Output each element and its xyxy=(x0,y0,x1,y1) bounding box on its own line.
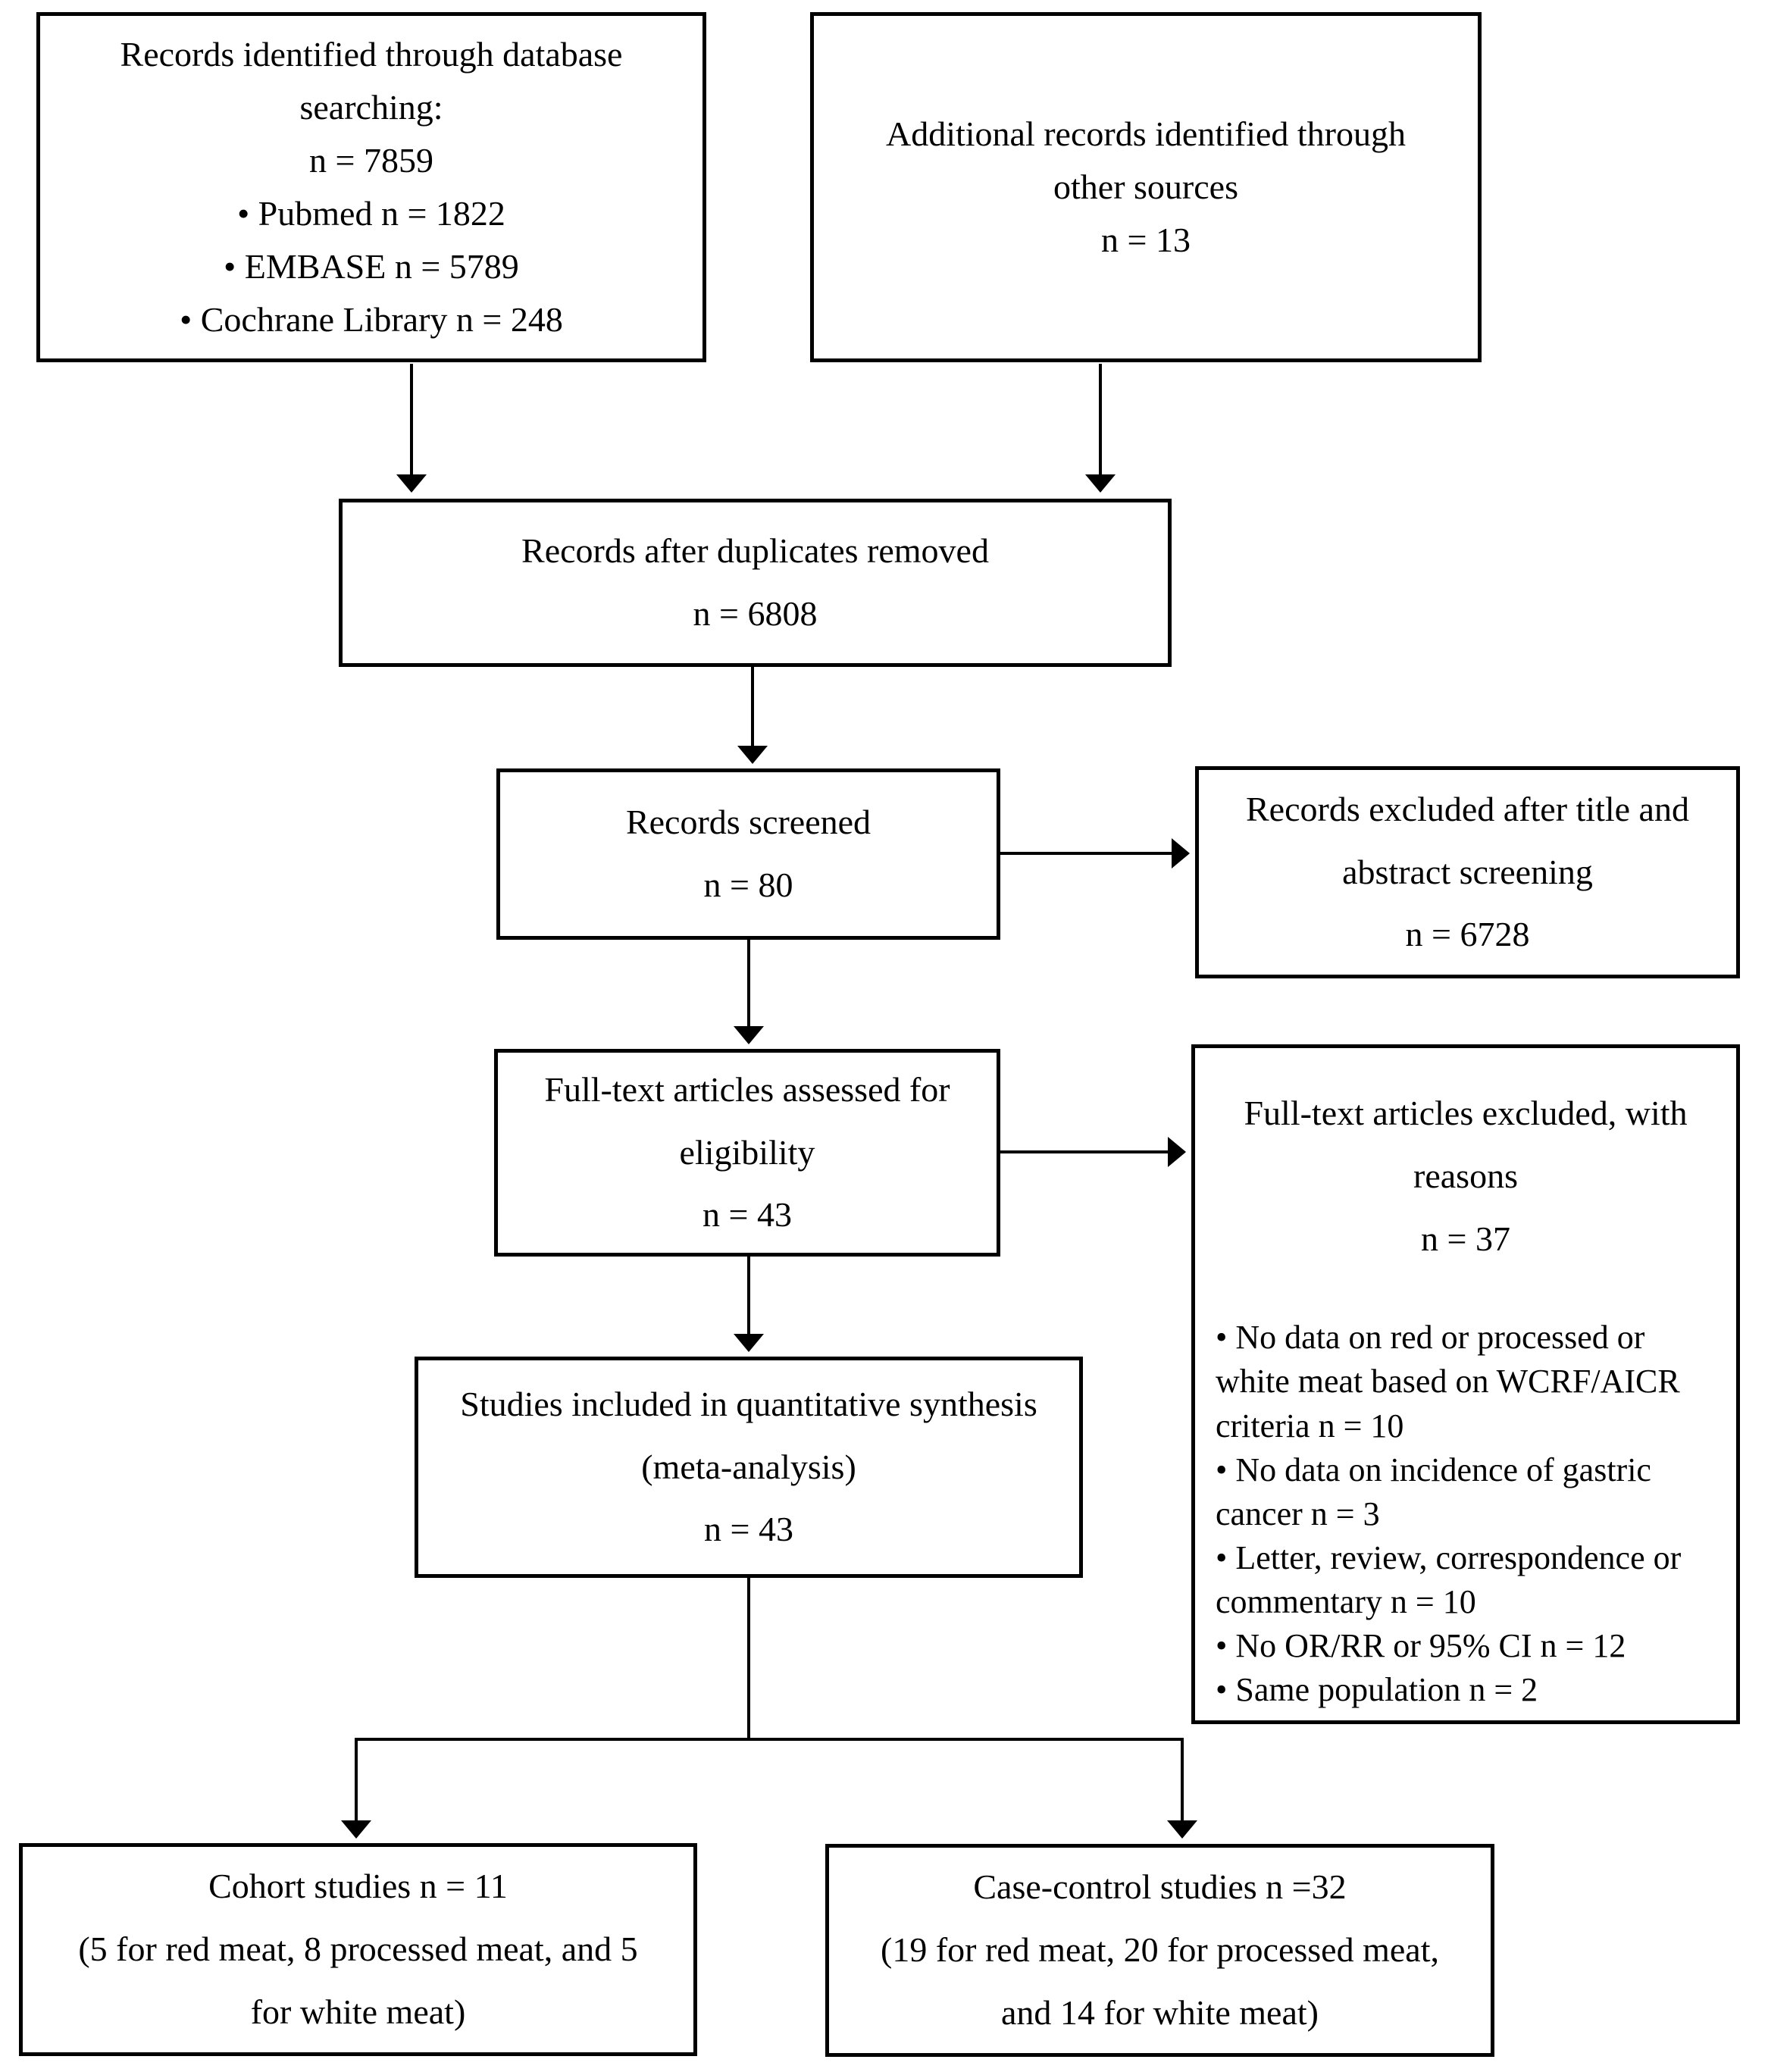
box-text-line: Full-text articles excluded, with reason… xyxy=(1244,1094,1688,1195)
exclusion-reason: • Letter, review, correspondence or comm… xyxy=(1216,1538,1682,1620)
box-text-line: Records identified through database sear… xyxy=(120,35,623,127)
box-text-line: n = 43 xyxy=(704,1510,793,1549)
box-studies-included: Studies included in quantitative synthes… xyxy=(415,1357,1083,1578)
box-cohort-studies: Cohort studies n = 11 (5 for red meat, 8… xyxy=(19,1843,697,2056)
box-records-excluded-screening: Records excluded after title and abstrac… xyxy=(1195,766,1740,978)
exclusion-reason: • No data on red or processed or white m… xyxy=(1216,1319,1680,1444)
box-text-line: Additional records identified through ot… xyxy=(885,114,1406,207)
box-text-line: n = 6808 xyxy=(693,594,818,633)
box-text-line: n = 7859 xyxy=(309,141,433,180)
box-additional-records: Additional records identified through ot… xyxy=(810,12,1482,362)
box-text-line: (19 for red meat, 20 for processed meat,… xyxy=(881,1930,1439,2032)
box-case-control-studies: Case-control studies n =32 (19 for red m… xyxy=(825,1844,1494,2057)
box-duplicates-removed: Records after duplicates removed n = 680… xyxy=(339,499,1172,667)
box-text-line: Records excluded after title and abstrac… xyxy=(1246,789,1689,891)
box-fulltext-excluded-reasons: Full-text articles excluded, with reason… xyxy=(1191,1044,1740,1724)
exclusion-reason: • No data on incidence of gastric cancer… xyxy=(1216,1451,1651,1532)
box-text-line: n = 37 xyxy=(1421,1219,1510,1258)
box-text-line: Cohort studies n = 11 xyxy=(208,1867,508,1906)
fulltext-excluded-reason-list: • No data on red or processed or white m… xyxy=(1216,1316,1716,1712)
box-text-line: • Pubmed n = 1822 xyxy=(237,194,505,233)
fulltext-excluded-heading: Full-text articles excluded, with reason… xyxy=(1216,1082,1716,1270)
box-text-line: • EMBASE n = 5789 xyxy=(224,246,519,286)
box-text-line: n = 80 xyxy=(703,865,793,904)
box-text-line: Case-control studies n =32 xyxy=(973,1867,1347,1907)
box-fulltext-assessed: Full-text articles assessed for eligibil… xyxy=(494,1049,1000,1257)
box-text-line: Full-text articles assessed for eligibil… xyxy=(544,1069,950,1172)
exclusion-reason: • No OR/RR or 95% CI n = 12 xyxy=(1216,1626,1626,1664)
box-text-line: • Cochrane Library n = 248 xyxy=(180,299,563,339)
exclusion-reason: • Same population n = 2 xyxy=(1216,1671,1538,1709)
box-text-line: n = 43 xyxy=(703,1195,792,1235)
box-text-line: n = 6728 xyxy=(1405,915,1530,954)
box-records-identified-database: Records identified through database sear… xyxy=(36,12,706,362)
box-records-screened: Records screened n = 80 xyxy=(496,768,1000,940)
box-text-line: Records after duplicates removed xyxy=(521,531,989,571)
box-text-line: n = 13 xyxy=(1101,220,1191,259)
box-text-line: Records screened xyxy=(625,803,871,842)
box-text-line: (5 for red meat, 8 processed meat, and 5… xyxy=(78,1930,638,2031)
box-text-line: Studies included in quantitative synthes… xyxy=(460,1384,1037,1486)
